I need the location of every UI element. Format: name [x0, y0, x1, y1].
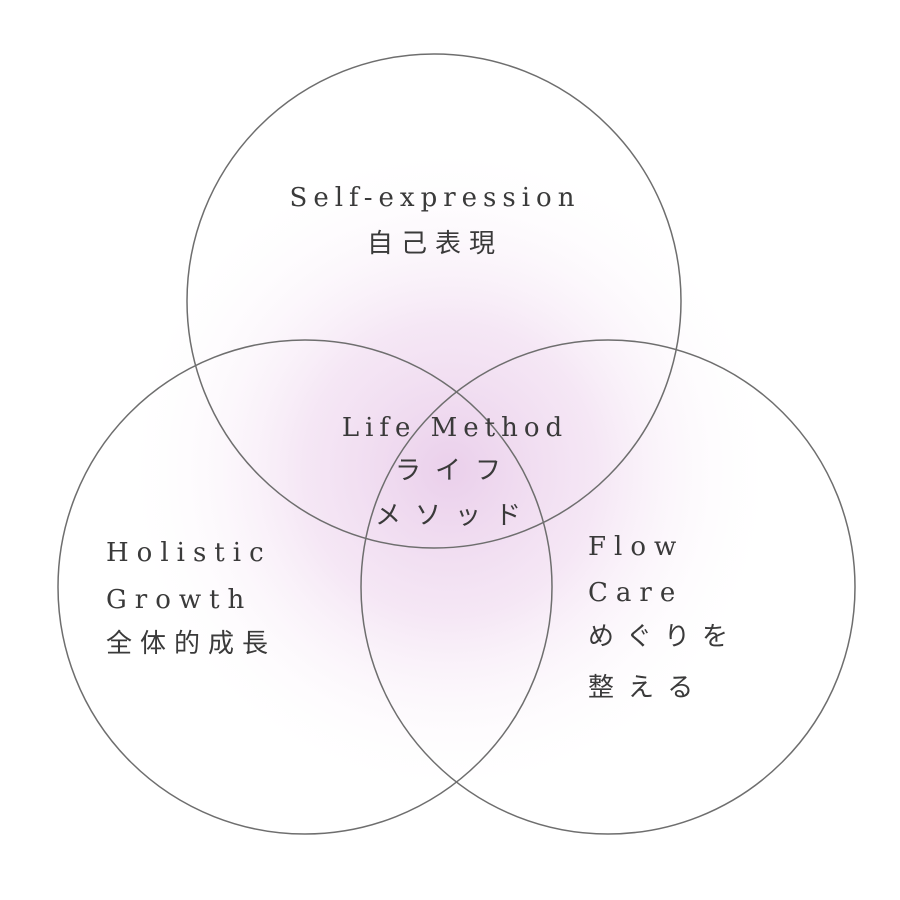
flow-care-label-en-line1: Flow [588, 532, 685, 562]
center-glow [120, 140, 780, 800]
flow-care-label-jp-line1: めぐりを [588, 622, 741, 652]
holistic-growth-label-jp: 全体的成長 [106, 629, 277, 659]
self-expression-label-jp: 自己表現 [366, 229, 503, 259]
life-method-label-en: Life Method [341, 413, 569, 443]
circle-self-expression [186, 53, 682, 549]
circle-flow-care [360, 339, 856, 835]
holistic-growth-label-en-line1: Holistic [106, 538, 272, 568]
holistic-growth-label-en-line2: Growth [106, 585, 253, 615]
life-method-label-jp-line2: メソッド [374, 501, 535, 531]
flow-care-label-jp-line2: 整える [588, 673, 708, 703]
circle-holistic-growth [57, 339, 553, 835]
self-expression-label-en: Self-expression [289, 183, 581, 213]
flow-care-label-en-line2: Care [588, 578, 684, 608]
life-method-label-jp-line1: ライフ [394, 456, 515, 486]
